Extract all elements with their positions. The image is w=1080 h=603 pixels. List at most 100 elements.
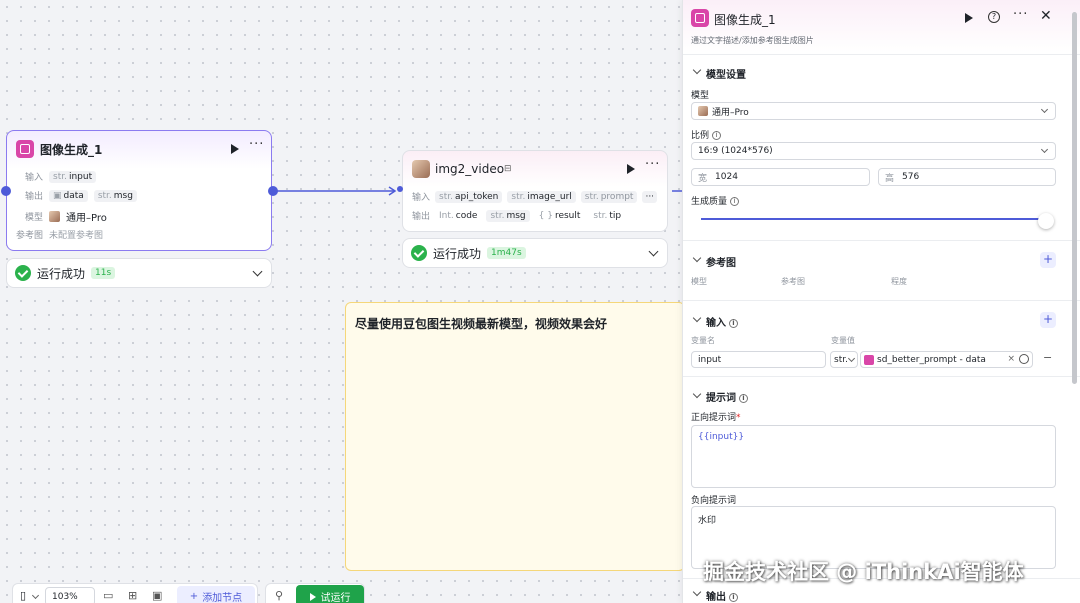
input-tag-prompt: str.prompt [580, 190, 638, 203]
layout-icon[interactable]: ⊞ [128, 589, 138, 602]
more-icon[interactable]: ··· [249, 137, 265, 152]
input-label: 输入 [25, 173, 44, 183]
more-icon[interactable]: ··· [1013, 7, 1029, 22]
mouse-icon[interactable]: ▯ [20, 589, 27, 602]
run-toolbar: ⚲ 试运行 [265, 583, 365, 603]
input-tag-api-token: str.api_token [435, 190, 503, 203]
var-name-input[interactable]: input [691, 351, 826, 368]
output-tag-data: ▣data [49, 189, 88, 202]
run-icon[interactable] [965, 13, 973, 23]
output-tag-msg: str.msg [93, 189, 137, 202]
comment-note[interactable]: 尽量使用豆包图生视频最新模型，视频效果会好 [345, 302, 685, 571]
node-title: img2_video [435, 162, 505, 176]
info-icon: i [712, 131, 722, 140]
edge-arrow [388, 186, 397, 196]
add-reference-button[interactable]: + [1040, 252, 1056, 268]
quality-slider-fill [701, 218, 1039, 220]
watermark-text: 掘金技术社区 @ iThinkAi智能体 [703, 560, 1024, 584]
zoom-select[interactable]: 103% [45, 587, 95, 603]
output-label: 输出 [25, 192, 44, 202]
node1-status-bar[interactable]: 运行成功 11s [6, 258, 272, 288]
quality-slider-thumb[interactable] [1038, 213, 1054, 229]
quality-slider-track[interactable] [701, 218, 1039, 220]
add-input-button[interactable]: + [1040, 312, 1056, 328]
status-text: 运行成功 [433, 246, 482, 261]
chevron-down-icon[interactable] [31, 591, 40, 600]
model-avatar-icon [698, 106, 708, 116]
close-icon[interactable]: ✕ [1040, 8, 1052, 24]
run-node-icon[interactable] [627, 164, 635, 174]
var-value-label: 变量值 [831, 336, 855, 345]
panel-subtitle: 通过文字描述/添加参考图生成图片 [691, 36, 814, 45]
zoom-value: 103% [52, 591, 78, 602]
input-port[interactable] [397, 186, 403, 192]
chevron-down-icon[interactable] [648, 246, 659, 257]
chevron-down-icon[interactable] [692, 313, 702, 323]
output-label: 输出 [412, 212, 431, 222]
help-icon[interactable]: ? [988, 11, 1000, 23]
run-node-icon[interactable] [231, 144, 239, 154]
node-image-gen[interactable]: 图像生成_1 ··· 输入 str.input 输出 ▣data str.msg… [6, 130, 272, 251]
avatar-icon [412, 160, 430, 178]
plugin-icon: ⊟ [504, 164, 512, 174]
remove-input-icon[interactable]: − [1043, 351, 1053, 364]
add-node-button[interactable]: +添加节点 [177, 586, 255, 603]
more-inputs-icon[interactable]: ··· [642, 190, 658, 203]
target-icon[interactable] [1019, 354, 1029, 364]
model-label: 模型 [25, 213, 44, 223]
info-icon: i [729, 592, 738, 602]
var-value-ref[interactable]: sd_better_prompt - data × [860, 351, 1033, 368]
model-avatar-icon [49, 211, 61, 222]
chevron-down-icon[interactable] [692, 587, 702, 597]
test-run-button[interactable]: 试运行 [296, 585, 364, 603]
image-gen-icon [864, 354, 874, 365]
output-port[interactable] [268, 186, 278, 196]
chevron-down-icon[interactable] [252, 266, 263, 277]
chevron-down-icon[interactable] [692, 389, 702, 399]
var-name-label: 变量名 [691, 336, 715, 345]
info-icon: i [729, 318, 738, 328]
success-check-icon [15, 265, 31, 281]
negative-prompt-input[interactable]: 水印 [691, 506, 1056, 569]
node2-status-bar[interactable]: 运行成功 1m47s [402, 238, 668, 268]
ref-col-image: 参考图 [781, 277, 805, 286]
status-text: 运行成功 [37, 266, 86, 281]
more-icon[interactable]: ··· [645, 157, 661, 172]
output-tag-tip: str.tip [593, 210, 622, 221]
panel-title: 图像生成_1 [714, 13, 776, 27]
output-tag-msg: str.msg [486, 209, 530, 222]
positive-prompt-input[interactable]: {{input}} [691, 425, 1056, 488]
debug-icon[interactable]: ⚲ [275, 589, 284, 602]
chevron-down-icon[interactable] [692, 253, 702, 263]
minimap-icon[interactable]: ▣ [152, 589, 163, 602]
image-gen-icon [691, 9, 709, 27]
input-tag-image-url: str.image_url [507, 190, 576, 203]
canvas-toolbar: ▯ 103% ▭ ⊞ ▣ +添加节点 [12, 583, 258, 603]
node-title: 图像生成_1 [40, 143, 103, 157]
run-time-badge: 1m47s [487, 247, 526, 259]
panel-header: 图像生成_1 ? ··· ✕ 通过文字描述/添加参考图生成图片 [683, 0, 1080, 52]
model-label: 模型 [691, 91, 710, 101]
note-text: 尽量使用豆包图生视频最新模型，视频效果会好 [355, 317, 608, 331]
clear-icon[interactable]: × [1007, 354, 1015, 364]
output-tag-code: Int.code [439, 210, 478, 221]
input-port[interactable] [1, 186, 11, 196]
var-type-select[interactable]: str. [830, 351, 858, 368]
play-icon [309, 592, 316, 601]
ratio-select[interactable]: 16:9 (1024*576) [691, 142, 1056, 160]
chevron-down-icon[interactable] [692, 65, 702, 75]
node-img2-video[interactable]: img2_video ⊟ ··· 输入 str.api_token str.im… [402, 150, 668, 232]
panel-scrollbar[interactable] [1072, 12, 1077, 384]
comment-icon[interactable]: ▭ [103, 589, 114, 602]
model-select[interactable]: 通用–Pro [691, 102, 1056, 120]
